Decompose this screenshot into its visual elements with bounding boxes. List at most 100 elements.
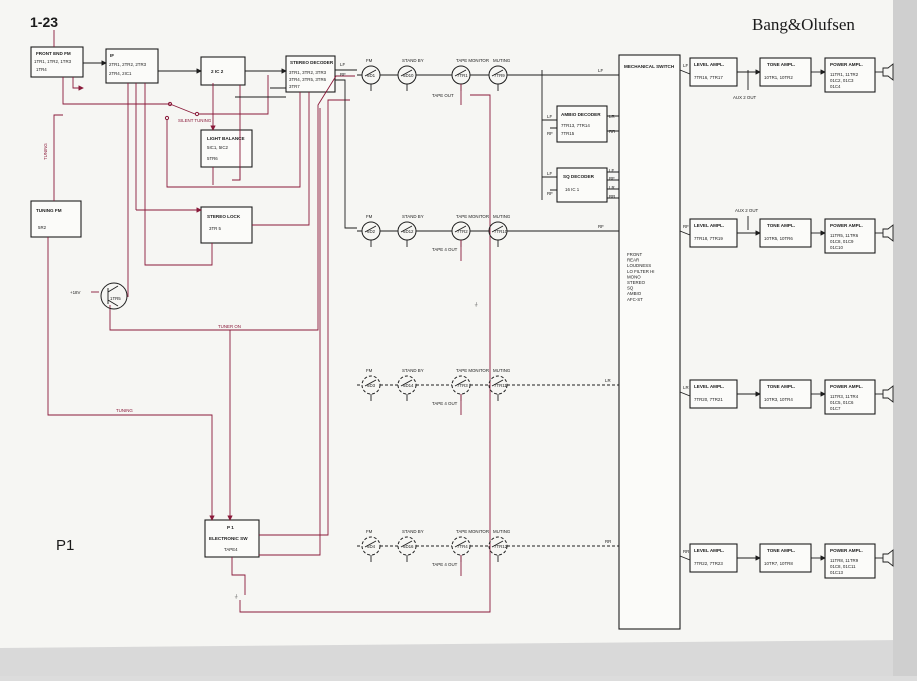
power-ampl-ref-2-0: 11TR5, 11TR6: [830, 233, 859, 238]
svg-text:STEREO LOCK: STEREO LOCK: [207, 214, 241, 219]
power-ampl-title-2: POWER AMPL.: [830, 223, 863, 228]
svg-text:7TR15: 7TR15: [561, 131, 575, 136]
svg-text:3TR7: 3TR7: [289, 84, 300, 89]
svg-text:16 IC 1: 16 IC 1: [565, 187, 580, 192]
sq-lf-out: LF: [609, 168, 614, 173]
decoder-rf-label: RF: [340, 72, 346, 77]
block-if: IF 2TR1, 2TR2, 2TR3 2TR4, 2IC1: [105, 48, 159, 84]
tone-ampl-title-3: TONE AMPL.: [767, 384, 795, 389]
power-ampl-title-1: POWER AMPL.: [830, 62, 863, 67]
channel-in-label-1: LF: [683, 63, 688, 68]
row-out-label-2: RF: [598, 224, 604, 229]
svg-text:5IC1, 5IC2: 5IC1, 5IC2: [207, 145, 229, 150]
muting-switch-label-1: MUTING: [493, 58, 511, 63]
tone-ampl-ref-3: 10TR3, 10TR4: [764, 397, 793, 402]
tape-monitor-switch-label-1: TAPE MONITOR: [456, 58, 489, 63]
level-ampl-3: LEVEL AMPL.7TR20, 7TR21: [689, 379, 738, 409]
sq-rf-out: RF: [609, 176, 615, 181]
block-stereo-lock: STEREO LOCK 3TR 5: [200, 206, 253, 244]
block-2ic2: 2 IC 2: [200, 56, 246, 86]
svg-text:FRONT END FM: FRONT END FM: [36, 51, 71, 56]
power-ampl-title-3: POWER AMPL.: [830, 384, 863, 389]
tape-monitor-switch-ref-2: 7TR2: [457, 229, 468, 234]
row-out-label-1: LF: [598, 68, 603, 73]
svg-text:5R2: 5R2: [38, 225, 47, 230]
fm-switch-label-4: FM: [366, 529, 373, 534]
power-ampl-ref-3-0: 11TR3, 11TR4: [830, 394, 859, 399]
transistor-1tr5: 1TR5: [100, 282, 128, 310]
muting-switch-label-4: MUTING: [493, 529, 511, 534]
block-tuning-fm: TUNING FM 5R2: [30, 200, 82, 238]
svg-text:2 IC 2: 2 IC 2: [211, 69, 224, 74]
power-ampl-ref-2-2: 01C10: [830, 245, 843, 250]
tape-monitor-switch-label-2: TAPE MONITOR: [456, 214, 489, 219]
level-ampl-title-4: LEVEL AMPL.: [694, 548, 724, 553]
svg-text:3TR1, 3TR2, 3TR3: 3TR1, 3TR2, 3TR3: [289, 70, 327, 75]
ambio-lr-out: LR: [609, 114, 615, 119]
tape-monitor-switch-label-4: TAPE MONITOR: [456, 529, 489, 534]
ambio-lf-in: LF: [547, 114, 552, 119]
speaker-icon-4: [882, 549, 894, 567]
standby-switch-ref-2: 6D12: [403, 229, 414, 234]
sq-lf-in: LF: [547, 171, 552, 176]
row-out-label-4: RR: [605, 539, 611, 544]
standby-switch-ref-3: 6D14: [403, 383, 414, 388]
tape-out-label-3: TAPE 4 OUT: [432, 401, 458, 406]
svg-text:STEREO DECODER: STEREO DECODER: [290, 60, 334, 65]
svg-text:SQ DECODER: SQ DECODER: [563, 174, 595, 179]
sq-rf-in: RF: [547, 191, 553, 196]
channel-in-label-3: LR: [683, 385, 689, 390]
tone-ampl-4: TONE AMPL.10TR7, 10TR8: [759, 543, 812, 573]
block-electronic-switch: P 1 ELECTRONIC SW TAPE4: [204, 519, 260, 558]
tone-ampl-title-2: TONE AMPL.: [767, 223, 795, 228]
mech-function-0: FRONT: [627, 252, 642, 257]
ground-symbol-2: ⏚: [474, 302, 478, 307]
svg-text:1TR1, 1TR2, 1TR3: 1TR1, 1TR2, 1TR3: [34, 59, 72, 64]
standby-switch-label-2: STAND BY: [402, 214, 424, 219]
tone-ampl-ref-1: 10TR1, 10TR2: [764, 75, 793, 80]
fm-switch-ref-2: 6D2: [367, 229, 376, 234]
power-ampl-ref-4-1: 01C8, 01C11: [830, 564, 856, 569]
svg-text:LIGHT BALANCE: LIGHT BALANCE: [207, 136, 245, 141]
svg-text:2TR4, 2IC1: 2TR4, 2IC1: [109, 71, 132, 76]
tone-ampl-2: TONE AMPL.10TR5, 10TR6: [759, 218, 812, 248]
svg-text:MECHANICAL SWITCH: MECHANICAL SWITCH: [624, 64, 675, 69]
block-front-end: FRONT END FM 1TR1, 1TR2, 1TR3 1TR4: [30, 46, 84, 78]
page-number: 1-23: [30, 14, 58, 30]
mech-function-2: LOUDNESS: [627, 263, 651, 268]
level-ampl-title-3: LEVEL AMPL.: [694, 384, 724, 389]
tape-out-label-2: TAPE 4 OUT: [432, 247, 458, 252]
tone-ampl-title-1: TONE AMPL.: [767, 62, 795, 67]
sq-lr-out: LR: [609, 185, 615, 190]
svg-text:7TR13, 7TR14: 7TR13, 7TR14: [561, 123, 590, 128]
ground-symbol-1: ⏚: [234, 594, 238, 599]
fm-switch-ref-1: 6D1: [367, 73, 376, 78]
mech-function-7: AMBIO: [627, 291, 642, 296]
fm-switch-label-1: FM: [366, 58, 373, 63]
tuning-vertical-label: TUNING: [43, 143, 48, 160]
block-stereo-decoder: STEREO DECODER 3TR1, 3TR2, 3TR3 3TR4, 3T…: [285, 55, 336, 93]
power-ampl-ref-2-1: 01C8, 01C9: [830, 239, 854, 244]
mech-function-8: AFC-ST: [627, 297, 643, 302]
block-ambio-decoder: AMBIO DECODER 7TR13, 7TR14 7TR15: [556, 105, 608, 143]
level-ampl-ref-4: 7TR22, 7TR23: [694, 561, 723, 566]
ambio-rf-in: RF: [547, 131, 553, 136]
tape-monitor-switch-ref-1: 7TR1: [457, 73, 468, 78]
standby-switch-label-4: STAND BY: [402, 529, 424, 534]
level-ampl-1: LEVEL AMPL.7TR16, 7TR17: [689, 57, 738, 87]
power-ampl-ref-4-2: 01C13: [830, 570, 843, 575]
ambio-rr-out: RR: [609, 129, 615, 134]
sq-rr-out: RR: [609, 194, 615, 199]
